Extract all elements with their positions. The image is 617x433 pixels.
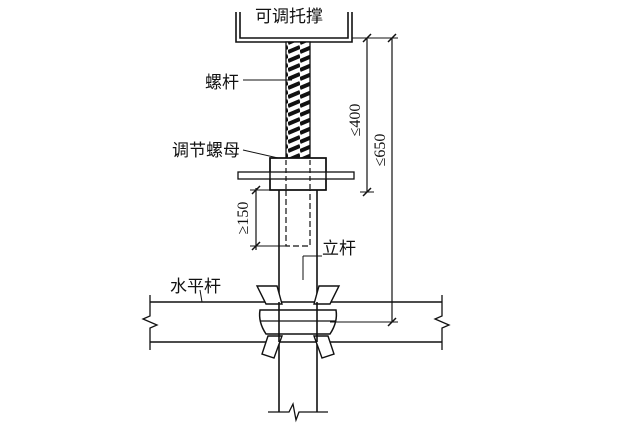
horizontal-bar bbox=[141, 295, 451, 350]
label-adjusting-nut: 调节螺母 bbox=[172, 141, 240, 161]
screw-rod bbox=[285, 41, 311, 161]
label-screw-rod: 螺杆 bbox=[205, 73, 239, 93]
dimension-lines bbox=[250, 33, 398, 327]
dim-insertion-depth: ≥150 bbox=[235, 202, 252, 235]
label-horizontal-bar: 水平杆 bbox=[170, 277, 221, 297]
dim-rod-extension: ≤400 bbox=[347, 104, 364, 137]
adjusting-nut bbox=[237, 157, 355, 191]
label-vertical-pole: 立杆 bbox=[322, 239, 356, 259]
vertical-pole bbox=[268, 190, 328, 423]
label-adjustable-support: 可调托撑 bbox=[255, 7, 323, 27]
dim-total-height: ≤650 bbox=[372, 134, 389, 167]
bowl-coupler bbox=[255, 285, 341, 359]
leader-lines bbox=[199, 79, 322, 303]
hidden-rod-insertion bbox=[285, 190, 311, 247]
